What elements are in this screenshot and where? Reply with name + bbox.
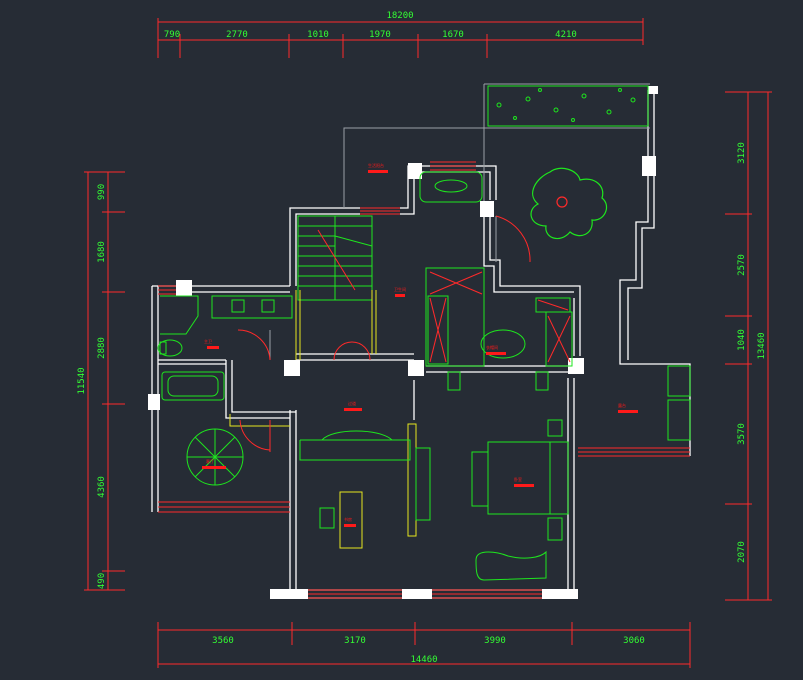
dim-right-seg: 3120 (737, 142, 747, 164)
dim-top-seg: 2770 (226, 30, 248, 40)
terrace-chairs (667, 365, 691, 441)
dim-top-seg: 1010 (307, 30, 329, 40)
dimension-text: 18200 790 2770 1010 1970 1670 4210 3560 … (77, 11, 767, 665)
room-label: 主卫 (204, 338, 212, 344)
room-label: 客厅 (206, 458, 214, 464)
dim-left-seg: 990 (97, 184, 107, 200)
dim-left-seg: 490 (97, 573, 107, 589)
dim-bottom-total: 14460 (410, 655, 437, 665)
room-label: 露台 (618, 402, 626, 408)
dim-right-seg: 2070 (737, 541, 747, 563)
dim-left-seg: 4360 (97, 476, 107, 498)
bathroom-fixtures (157, 171, 483, 401)
room-label: 卫生间 (394, 286, 406, 292)
dimension-lines (84, 18, 772, 668)
planter (487, 85, 649, 127)
dim-right-seg: 1040 (737, 329, 747, 351)
doors (237, 215, 531, 452)
dim-bottom-seg: 3560 (212, 636, 234, 646)
dim-right-total: 13460 (757, 332, 767, 359)
yellow-lines (229, 290, 417, 549)
dim-top-seg: 1670 (442, 30, 464, 40)
room-labels (202, 170, 638, 527)
tree (530, 167, 607, 240)
dim-left-total: 11540 (77, 367, 87, 394)
windows (158, 161, 690, 599)
bedroom-furniture (471, 419, 569, 581)
study-furniture (299, 430, 431, 529)
dim-top-seg: 790 (164, 30, 180, 40)
wall-columns (148, 86, 658, 599)
dim-top-seg: 1970 (369, 30, 391, 40)
room-label: 衣帽间 (486, 344, 498, 350)
staircase (297, 215, 373, 301)
dim-right-seg: 3570 (737, 423, 747, 445)
wardrobe (425, 267, 573, 391)
room-label: 书房 (344, 516, 352, 522)
terrace-outline (343, 83, 650, 216)
dim-right-seg: 2570 (737, 254, 747, 276)
dim-bottom-seg: 3990 (484, 636, 506, 646)
dim-left-seg: 2880 (97, 337, 107, 359)
room-label: 卧室 (514, 476, 522, 482)
room-label: 过道 (348, 400, 356, 406)
dim-bottom-seg: 3060 (623, 636, 645, 646)
dim-bottom-seg: 3170 (344, 636, 366, 646)
dim-left-seg: 1680 (97, 241, 107, 263)
umbrella-table (186, 428, 244, 486)
dim-top-seg: 4210 (555, 30, 577, 40)
dim-top-total: 18200 (386, 11, 413, 21)
room-label-text: 生活阳台 主卫 卫生间 过道 衣帽间 书房 卧室 露台 客厅 (204, 162, 626, 522)
room-label: 生活阳台 (368, 162, 384, 168)
